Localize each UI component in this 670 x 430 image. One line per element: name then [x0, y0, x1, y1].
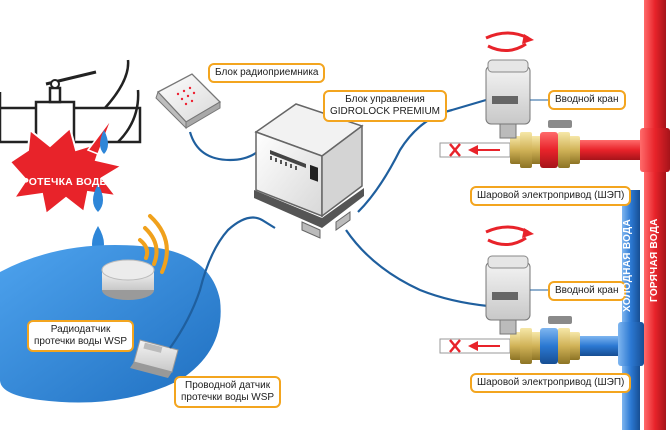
- hot-water-label: ГОРЯЧАЯ ВОДА: [649, 218, 660, 302]
- label-control-unit-line1: Блок управления: [345, 94, 425, 105]
- cold-tee: [618, 322, 644, 366]
- label-control-unit: Блок управления GIDROLOCK PREMIUM: [323, 90, 448, 122]
- label-ball-drive-bottom: Шаровой электропривод (ШЭП): [470, 373, 632, 393]
- hot-supply-pipe: [575, 140, 645, 160]
- top-ball-drive-device: [485, 59, 531, 139]
- label-radio-sensor-line2: протечки воды WSP: [34, 336, 128, 347]
- radio-receiver-device: [155, 73, 222, 130]
- label-wired-sensor-line2: протечки воды WSP: [181, 392, 275, 403]
- label-radio-sensor: Радиодатчик протечки воды WSP: [27, 320, 135, 352]
- wired-sensor-device: [130, 339, 179, 378]
- radio-signal-icon: [138, 214, 169, 274]
- cable-radio-receiver: [188, 131, 263, 162]
- cable-wired-sensor: [169, 216, 276, 349]
- control-unit-device: [254, 103, 364, 239]
- x-mark-icon: [449, 339, 461, 353]
- hot-tee: [640, 128, 670, 172]
- cold-valve-handle: [548, 316, 572, 324]
- label-inlet-valve-bottom: Вводной кран: [548, 281, 626, 301]
- radio-sensor-device: [101, 259, 155, 300]
- rotation-arrow-icon: [485, 225, 534, 246]
- rotation-arrow-icon: [485, 31, 534, 52]
- cold-water-label: ХОЛОДНАЯ ВОДА: [622, 218, 633, 312]
- cold-water-line: [439, 190, 644, 430]
- leak-label: ПРОТЕЧКА ВОДЫ: [14, 176, 110, 188]
- label-control-unit-line2: GIDROLOCK PREMIUM: [330, 106, 441, 117]
- bottom-ball-drive-device: [485, 255, 531, 335]
- cable-bottom-drive: [345, 229, 489, 308]
- flow-arrow-icon: [468, 341, 500, 351]
- cold-supply-pipe: [575, 336, 631, 356]
- label-ball-drive-top: Шаровой электропривод (ШЭП): [470, 186, 632, 206]
- hot-valve-handle: [548, 120, 572, 128]
- label-radio-sensor-line1: Радиодатчик: [50, 324, 111, 335]
- x-mark-icon: [449, 143, 461, 157]
- cold-riser-pipe: [622, 190, 640, 430]
- label-radio-receiver: Блок радиоприемника: [208, 63, 326, 83]
- flow-arrow-icon: [468, 145, 500, 155]
- hot-riser-pipe: [644, 0, 666, 430]
- label-inlet-valve-top: Вводной кран: [548, 90, 626, 110]
- label-leaders: [530, 99, 548, 291]
- label-wired-sensor: Проводной датчик протечки воды WSP: [174, 376, 282, 408]
- label-wired-sensor-line1: Проводной датчик: [185, 380, 271, 391]
